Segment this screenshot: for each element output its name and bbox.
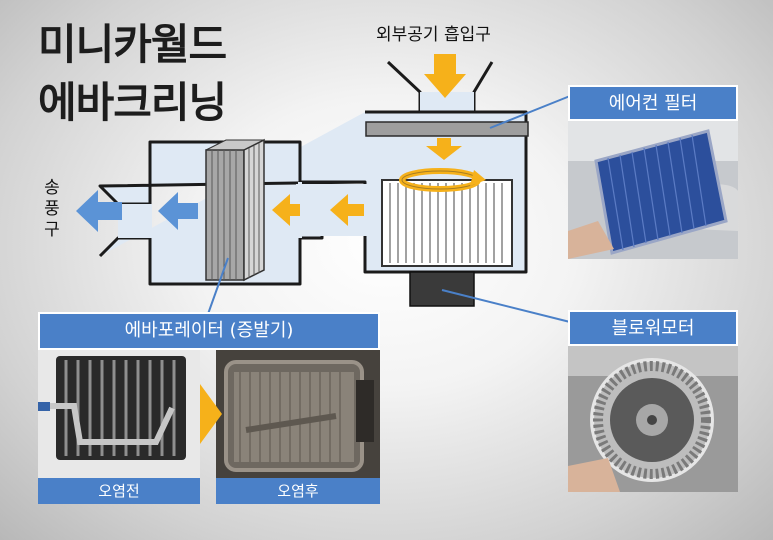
- intake-throat: [420, 92, 474, 112]
- blower-wheel: [381, 179, 513, 267]
- evaporator-leader: [207, 257, 229, 315]
- arrow-left-icon: [76, 190, 122, 232]
- outlet-label: 송풍구: [44, 178, 60, 240]
- after-caption: 오염후: [216, 478, 380, 504]
- title-line-1: 미니카월드: [38, 20, 227, 69]
- outlet-neck: [118, 204, 152, 238]
- leader-lines: [207, 95, 571, 323]
- evaporator-clean-photo: [38, 350, 200, 478]
- filter-leader: [489, 95, 571, 129]
- evaporator-panel-title: 에바포레이터 (증발기): [38, 312, 380, 350]
- evaporator-core: [205, 138, 265, 282]
- blower-motor-block: [409, 271, 475, 307]
- arrow-left-icon: [330, 194, 364, 226]
- filter-panel-title: 에어컨 필터: [568, 85, 738, 121]
- arrow-down-icon: [424, 54, 466, 98]
- arrow-left-icon: [158, 192, 198, 230]
- swirl-arrow-icon: [399, 168, 486, 192]
- arrow-left-icon: [272, 194, 300, 226]
- arrow-right-icon: [200, 384, 222, 444]
- hvac-duct: [98, 60, 529, 307]
- blower-motor-photo: [568, 346, 738, 492]
- intake-label: 외부공기 흡입구: [376, 25, 491, 45]
- evaporator-dirty-photo: [216, 350, 380, 478]
- title-line-2: 에바크리닝: [38, 78, 227, 127]
- arrow-down-icon: [426, 138, 462, 160]
- before-caption: 오염전: [38, 478, 200, 504]
- motor-leader: [441, 289, 571, 323]
- filter-slot: [365, 121, 529, 137]
- motor-panel-title: 블로워모터: [568, 310, 738, 346]
- cabin-filter-photo: [568, 121, 738, 259]
